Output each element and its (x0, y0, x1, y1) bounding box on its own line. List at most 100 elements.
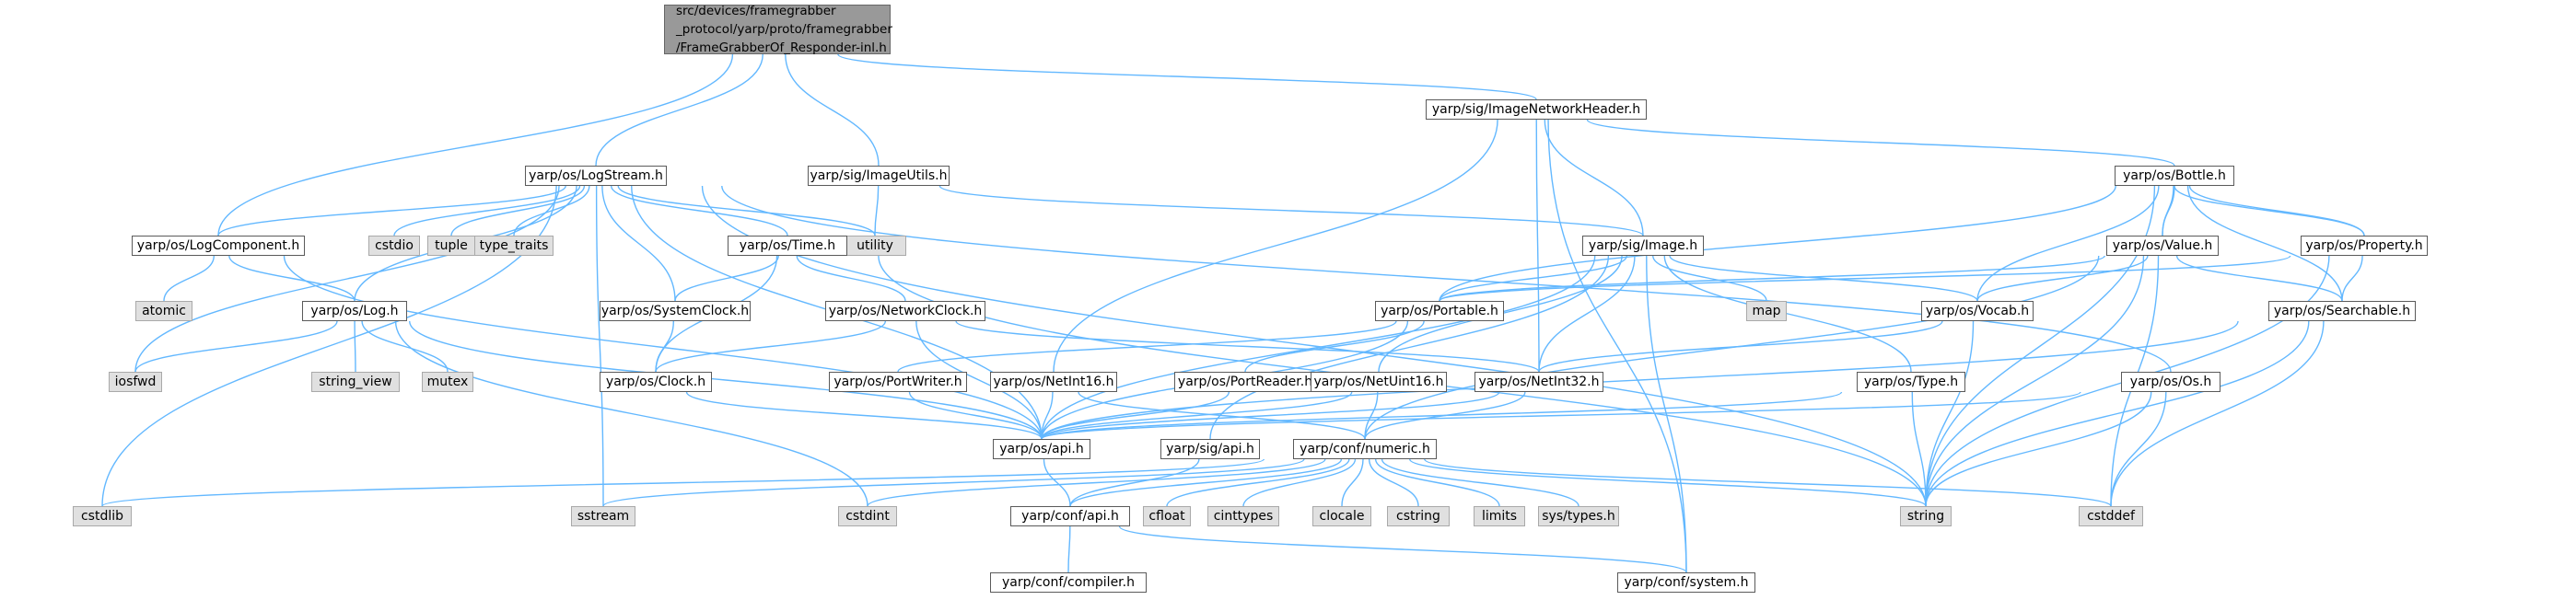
node-imagenetworkheader[interactable]: yarp/sig/ImageNetworkHeader.h (1426, 99, 1647, 120)
node-sig-api[interactable]: yarp/sig/api.h (1160, 439, 1260, 459)
edge-logstream-to-type_traits (513, 185, 590, 237)
edge-numeric-to-systypes (1381, 458, 1579, 507)
edge-logstream-to-cstdlib (101, 185, 557, 507)
node-bottle[interactable]: yarp/os/Bottle.h (2115, 166, 2234, 186)
edge-property-to-bottle (2174, 185, 2365, 237)
node-cstring: cstring (1387, 506, 1450, 526)
edge-log-to-cstdint (394, 320, 868, 507)
edge-numeric-to-cstdlib (101, 458, 1265, 507)
node-log[interactable]: yarp/os/Log.h (302, 301, 407, 321)
edge-sigapi-to-confapi (1069, 458, 1200, 507)
node-property[interactable]: yarp/os/Property.h (2301, 236, 2428, 256)
node-type[interactable]: yarp/os/Type.h (1857, 372, 1965, 392)
edge-value-to-portable (1439, 255, 2105, 302)
node-vocab[interactable]: yarp/os/Vocab.h (1921, 301, 2034, 321)
edge-os-to-api (1041, 391, 2081, 440)
node-system[interactable]: yarp/conf/system.h (1617, 572, 1755, 593)
edge-logstream-to-logcomponent (217, 185, 566, 237)
edge-logstream-to-utility (617, 185, 876, 237)
edge-networkclock-to-netint32 (955, 320, 1540, 373)
edge-portreader-to-api (1041, 391, 1230, 440)
node-portable[interactable]: yarp/os/Portable.h (1375, 301, 1504, 321)
node-logstream[interactable]: yarp/os/LogStream.h (525, 166, 667, 186)
edge-value-to-searchable (2175, 255, 2343, 302)
edge-image-to-system (1646, 255, 1687, 573)
node-time[interactable]: yarp/os/Time.h (728, 236, 847, 256)
edge-image-to-map (1652, 255, 1767, 302)
edge-time-to-systemclock (674, 255, 779, 302)
edge-logstream-to-time (610, 185, 788, 237)
edge-log-to-string_view (354, 320, 356, 373)
edge-image-to-sigapi (1209, 255, 1610, 440)
edge-imagenetworkheader-to-bottle (1586, 119, 2175, 167)
edge-log-to-mutex (361, 320, 449, 373)
edge-imageutils-to-image (938, 185, 1644, 237)
edge-numeric-to-clocale (1341, 458, 1364, 507)
node-value[interactable]: yarp/os/Value.h (2106, 236, 2219, 256)
node-cfloat: cfloat (1143, 506, 1191, 526)
node-systemclock[interactable]: yarp/os/SystemClock.h (600, 301, 751, 321)
edge-bottle-to-property (2188, 185, 2365, 237)
node-type-traits: type_traits (474, 236, 554, 256)
edge-image-to-portable (1439, 255, 1628, 302)
edge-netint32-to-api (1041, 391, 1500, 440)
edge-root-to-logcomponent (217, 53, 734, 237)
node-portwriter[interactable]: yarp/os/PortWriter.h (829, 372, 967, 392)
edge-vocab-to-netint32 (1538, 320, 1943, 373)
node-limits: limits (1474, 506, 1525, 526)
edge-imagenetworkheader-to-netint16 (1053, 119, 1498, 373)
edge-networkclock-to-clock (655, 320, 887, 373)
node-os-api[interactable]: yarp/os/api.h (993, 439, 1090, 459)
node-tuple: tuple (427, 236, 475, 256)
edge-image-to-api (1041, 255, 1596, 440)
node-sys-types: sys/types.h (1538, 506, 1619, 526)
edge-portable-to-portwriter (897, 320, 1397, 373)
edge-imagenetworkheader-to-netint32 (1535, 119, 1540, 373)
edge-numeric-to-cstring (1368, 458, 1419, 507)
node-searchable[interactable]: yarp/os/Searchable.h (2268, 301, 2416, 321)
node-utility: utility (844, 236, 906, 256)
node-netint16[interactable]: yarp/os/NetInt16.h (990, 372, 1117, 392)
edge-image-to-vocab (1669, 255, 1978, 302)
node-netuint16[interactable]: yarp/os/NetUint16.h (1311, 372, 1447, 392)
node-compiler[interactable]: yarp/conf/compiler.h (990, 572, 1147, 593)
node-imageutils[interactable]: yarp/sig/ImageUtils.h (808, 166, 950, 186)
edge-netuint16-to-numeric (1364, 391, 1379, 440)
edge-numeric-to-cstdint (867, 458, 1326, 507)
edge-logstream-to-os (721, 185, 2172, 373)
node-string-view: string_view (311, 372, 400, 392)
node-clock[interactable]: yarp/os/Clock.h (600, 372, 712, 392)
edge-networkclock-to-api (915, 320, 1043, 440)
node-conf-api[interactable]: yarp/conf/api.h (1010, 506, 1130, 526)
edge-image-to-netint32 (1538, 255, 1636, 373)
node-os[interactable]: yarp/os/Os.h (2121, 372, 2220, 392)
edge-numeric-to-cinttypes (1242, 458, 1357, 507)
edge-logstream-to-cstdio (393, 185, 581, 237)
edge-netuint16-to-api (1041, 391, 1353, 440)
edge-bottle-to-portable (1439, 185, 2116, 302)
edge-confapi-to-system (1118, 525, 1687, 573)
edge-root-to-logstream (595, 53, 763, 167)
edge-vocab-to-string (1925, 320, 1975, 507)
node-numeric[interactable]: yarp/conf/numeric.h (1293, 439, 1437, 459)
edge-systemclock-to-clock (655, 320, 675, 373)
edge-property-to-portable (1439, 255, 2291, 302)
node-networkclock[interactable]: yarp/os/NetworkClock.h (825, 301, 985, 321)
node-portreader[interactable]: yarp/os/PortReader.h (1174, 372, 1316, 392)
edge-type-to-string (1911, 391, 1927, 507)
edge-root-to-imageutils (785, 53, 880, 167)
edge-numeric-to-cstddef (1424, 458, 2112, 507)
node-cstddef: cstddef (2079, 506, 2143, 526)
node-logcomponent[interactable]: yarp/os/LogComponent.h (132, 236, 305, 256)
node-image[interactable]: yarp/sig/Image.h (1582, 236, 1704, 256)
edge-log-to-api (408, 320, 1043, 440)
edge-searchable-to-cstddef (2110, 320, 2325, 507)
edge-logcomponent-to-log (228, 255, 356, 302)
node-cstdio: cstdio (368, 236, 420, 256)
edge-numeric-to-sstream (602, 458, 1305, 507)
node-map: map (1746, 301, 1787, 321)
edge-logstream-to-iosfwd (134, 185, 560, 373)
edge-image-to-type (1663, 255, 1912, 373)
node-netint32[interactable]: yarp/os/NetInt32.h (1474, 372, 1603, 392)
